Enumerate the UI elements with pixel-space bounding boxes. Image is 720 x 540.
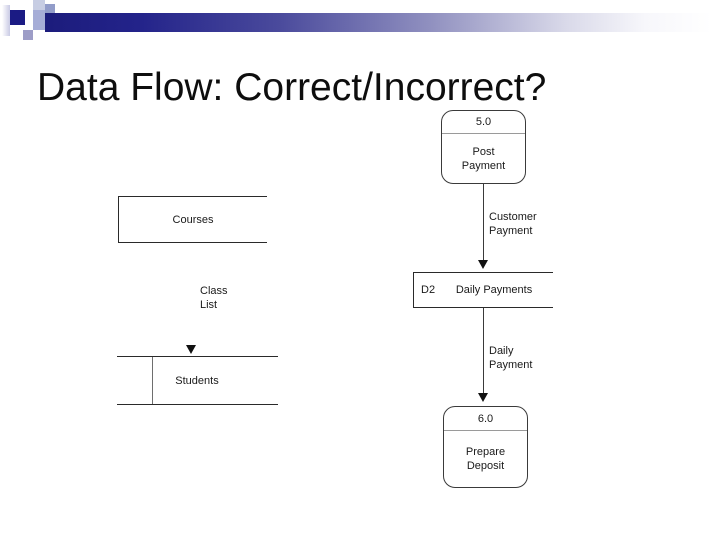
courses-data-store: Courses	[118, 196, 267, 243]
prepare-deposit-process-number: 6.0	[477, 412, 494, 425]
daily-payments-data-store: D2 Daily Payments	[413, 272, 553, 308]
prepare-deposit-process: 6.0 Prepare Deposit	[443, 406, 528, 488]
daily-payment-flow-label: Daily Payment	[489, 345, 533, 371]
daily-payments-store-id: D2	[421, 284, 436, 296]
deco-navy-square	[10, 10, 25, 25]
deco-medium-square	[45, 4, 55, 15]
post-payment-process: 5.0 Post Payment	[441, 110, 526, 184]
daily-payment-flow-line	[483, 308, 484, 393]
slide-title: Data Flow: Correct/Incorrect?	[37, 66, 547, 109]
deco-gradient-strip	[2, 5, 10, 36]
class-list-arrowhead-icon	[186, 345, 196, 354]
deco-gradient-bar	[45, 13, 712, 32]
courses-store-label: Courses	[172, 213, 214, 226]
students-data-store: Students	[117, 356, 278, 405]
post-payment-process-number: 5.0	[475, 116, 492, 128]
students-store-label: Students	[175, 374, 219, 387]
daily-payments-store-label: Daily Payments	[455, 284, 533, 296]
deco-small-square	[23, 30, 33, 40]
customer-payment-flow-label: Customer Payment	[489, 211, 537, 237]
prepare-deposit-process-name: Prepare Deposit	[465, 446, 506, 472]
deco-light-square	[33, 0, 45, 10]
daily-payment-arrowhead-icon	[478, 393, 488, 402]
customer-payment-flow-line	[483, 184, 484, 261]
students-store-divider	[152, 357, 153, 404]
post-payment-process-name: Post Payment	[461, 145, 506, 172]
deco-lavender-square	[33, 10, 45, 30]
customer-payment-arrowhead-icon	[478, 260, 488, 269]
class-list-flow-label: Class List	[200, 285, 228, 311]
